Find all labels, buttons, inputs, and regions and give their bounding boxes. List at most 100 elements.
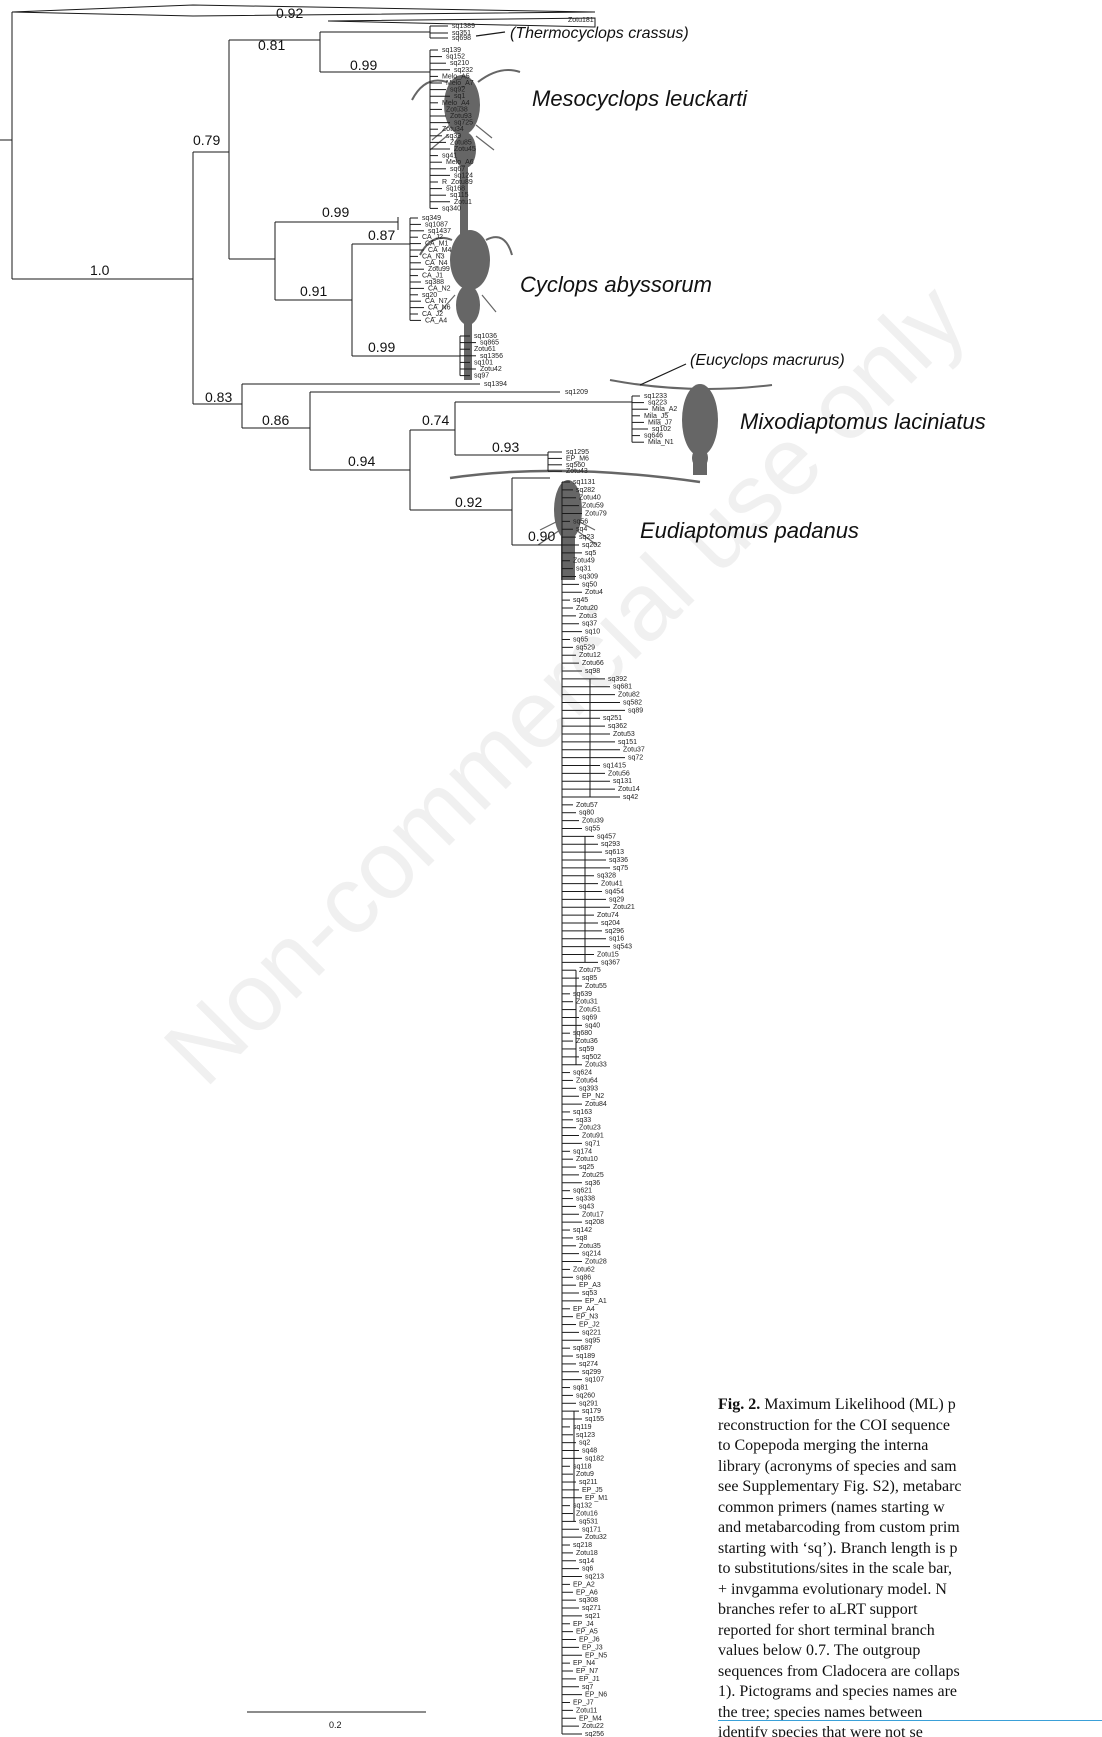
- tip-label: sq69: [582, 1014, 597, 1021]
- tip-label: sq291: [579, 1400, 598, 1407]
- tip-label: Zotu57: [576, 802, 598, 809]
- species-label-mixodiaptomus: Mixodiaptomus laciniatus: [740, 409, 986, 434]
- collapsed-outgroup: Zotu181: [12, 5, 595, 27]
- tip-label: sq131: [613, 778, 632, 785]
- tip-label: sq163: [573, 1109, 592, 1116]
- support-value-cyclops: 0.91: [300, 283, 327, 299]
- caption-line: to Copepoda merging the interna: [718, 1436, 1102, 1457]
- tip-label: EP_J3: [582, 1644, 603, 1651]
- tip-label: sq53: [582, 1290, 597, 1297]
- tip-label: Zotu82: [618, 692, 640, 699]
- caption-line: identify species that were not se: [718, 1723, 1102, 1737]
- tip-label: sq119: [573, 1424, 592, 1431]
- caption-line: to substitutions/sites in the scale bar,: [718, 1559, 1102, 1580]
- caption-line: + invgamma evolutionary model. N: [718, 1580, 1102, 1601]
- tip-label: sq260: [576, 1392, 595, 1399]
- tip-label: EP_A4: [573, 1306, 595, 1313]
- tip-label: sq45: [573, 597, 588, 604]
- support-value-cyclops-a-inner: 0.87: [368, 227, 395, 243]
- caption-line: see Supplementary Fig. S2), metabarc: [718, 1477, 1102, 1498]
- tip-label: Zotu55: [585, 983, 607, 990]
- tip-label: Zotu91: [582, 1133, 604, 1140]
- tip-label: sq23: [579, 534, 594, 541]
- tip-label: Zotu11: [576, 1707, 597, 1714]
- tip-label: sq142: [573, 1227, 592, 1234]
- tip-label: Zotu32: [585, 1534, 607, 1541]
- tip-label: EP_J1: [579, 1676, 600, 1683]
- support-value-meso: 0.99: [350, 57, 377, 73]
- tip-label: Zotu45: [454, 146, 476, 153]
- tip-label: sq296: [605, 928, 624, 935]
- tip-label: sq25: [579, 1164, 594, 1171]
- tip-label: sq118: [573, 1463, 592, 1470]
- tip-label: sq680: [573, 1030, 592, 1037]
- support-value-dia-inner2: 0.94: [348, 453, 375, 469]
- tip-label: Zotu49: [573, 558, 595, 565]
- tip-label: EP_N3: [576, 1314, 598, 1321]
- tip-label: sq529: [576, 644, 595, 651]
- tip-label: sq393: [579, 1085, 598, 1092]
- tip-label: Zotu33: [585, 1062, 607, 1069]
- tip-label: sq392: [608, 676, 627, 683]
- tip-label: sq37: [582, 621, 597, 628]
- tip-label: sq271: [582, 1605, 601, 1612]
- tip-label: sq107: [585, 1377, 604, 1384]
- tip-label: sq328: [597, 873, 616, 880]
- tip-label: EP_N4: [573, 1660, 595, 1667]
- tip-label: sq189: [576, 1353, 595, 1360]
- tip-label: sq218: [573, 1542, 592, 1549]
- tip-label: sq457: [597, 833, 616, 840]
- tip-label: EP_N6: [585, 1692, 607, 1699]
- tip-label: sq31: [576, 566, 591, 573]
- tip-label: CA_A4: [425, 317, 447, 324]
- tip-label: sq687: [573, 1345, 592, 1352]
- tip-label: sq7: [582, 1684, 593, 1691]
- tip-label: EP_J4: [573, 1621, 594, 1628]
- tip-label: sq454: [605, 888, 624, 895]
- support-value-eudia-main: 0.90: [528, 528, 555, 544]
- species-label-mesocyclops: Mesocyclops leuckarti: [532, 86, 748, 111]
- tip-label: sq71: [585, 1140, 600, 1147]
- tip-label: sq42: [623, 794, 638, 801]
- tip-label: sq367: [601, 959, 620, 966]
- tip-label: sq16: [609, 936, 624, 943]
- tip-label: sq95: [585, 1337, 600, 1344]
- tip-label: EP_N7: [576, 1668, 598, 1675]
- tip-label: Zotu37: [623, 747, 645, 754]
- tip-label: Zotu28: [585, 1259, 607, 1266]
- tip-label: sq86: [576, 1274, 591, 1281]
- caption-line: values below 0.7. The outgroup: [718, 1641, 1102, 1662]
- tip-label: sq531: [579, 1518, 598, 1525]
- tip-label: sq1209: [565, 389, 588, 396]
- tip-label: sq502: [582, 1054, 601, 1061]
- tip-label: EP_M4: [579, 1715, 602, 1722]
- tip-label: sq40: [585, 1022, 600, 1029]
- tip-label: Zotu36: [576, 1038, 598, 1045]
- tip-label: Zotu35: [579, 1243, 601, 1250]
- tip-label: sq336: [609, 857, 628, 864]
- support-value-root: 1.0: [90, 262, 110, 278]
- species-label-eudiaptomus: Eudiaptomus padanus: [640, 518, 859, 543]
- tip-label: Zotu62: [573, 1266, 595, 1273]
- tip-label: sq56: [573, 518, 588, 525]
- tip-label: sq174: [573, 1148, 592, 1155]
- thermocyclops-leader: [476, 32, 505, 36]
- tip-label: EP_J7: [573, 1700, 594, 1707]
- tip-label: sq362: [608, 723, 627, 730]
- tip-label: EP_J2: [579, 1322, 600, 1329]
- tip-label: sq59: [579, 1046, 594, 1053]
- caption-text: Maximum Likelihood (ML) p: [760, 1396, 956, 1413]
- tip-label: Zotu40: [579, 495, 601, 502]
- figure-label: Fig. 2.: [718, 1396, 760, 1413]
- support-value-dia-inner: 0.86: [262, 412, 289, 428]
- tip-label: EP_J6: [579, 1637, 600, 1644]
- caption-line: 1). Pictograms and species names are: [718, 1682, 1102, 1703]
- tip-label: Zotu53: [613, 731, 635, 738]
- tip-label: sq132: [573, 1503, 592, 1510]
- tip-label: EP_A6: [576, 1589, 598, 1596]
- caption-line: and metabarcoding from custom prim: [718, 1518, 1102, 1539]
- tip-label: Zotu22: [582, 1723, 604, 1730]
- tip-label: Zotu23: [579, 1125, 601, 1132]
- tip-label: sq308: [579, 1597, 598, 1604]
- tip-label: sq29: [609, 896, 624, 903]
